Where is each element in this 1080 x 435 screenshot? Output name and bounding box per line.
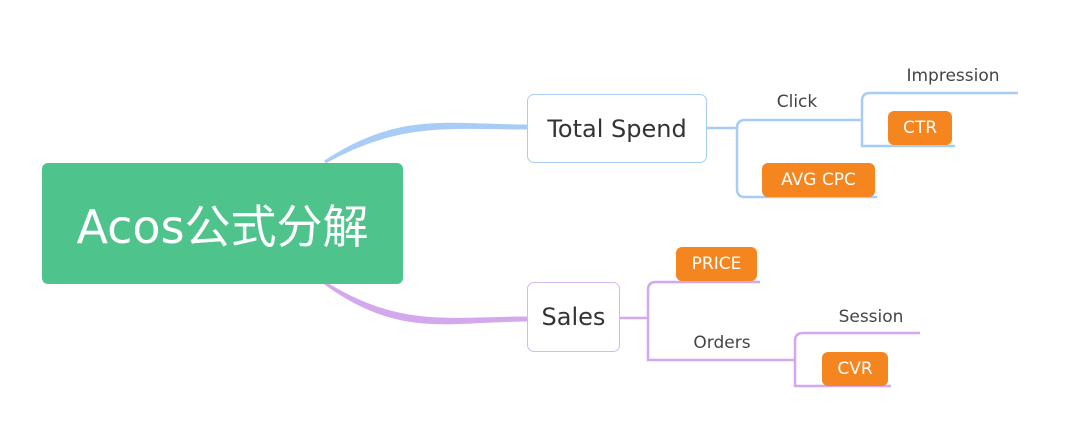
tag-label: AVG CPC — [781, 170, 856, 190]
topic-label: Sales — [541, 303, 606, 331]
subtopic-cvr[interactable]: CVR — [822, 352, 888, 386]
subtopic-avg-cpc[interactable]: AVG CPC — [762, 163, 875, 197]
subtopic-session[interactable]: Session — [838, 307, 904, 327]
topic-sales[interactable]: Sales — [527, 282, 620, 352]
subtopic-impression[interactable]: Impression — [906, 66, 1000, 86]
subtopic-price[interactable]: PRICE — [676, 247, 757, 281]
subtopic-orders[interactable]: Orders — [693, 333, 751, 353]
tag-label: PRICE — [691, 254, 742, 274]
tag-label: CVR — [837, 359, 873, 379]
topic-total-spend[interactable]: Total Spend — [527, 94, 707, 163]
subtopic-click[interactable]: Click — [776, 92, 818, 112]
root-topic[interactable]: Acos公式分解 — [42, 163, 403, 284]
tag-label: CTR — [902, 118, 938, 138]
root-topic-label: Acos公式分解 — [76, 199, 369, 254]
topic-label: Total Spend — [547, 114, 687, 143]
subtopic-ctr[interactable]: CTR — [888, 111, 952, 145]
